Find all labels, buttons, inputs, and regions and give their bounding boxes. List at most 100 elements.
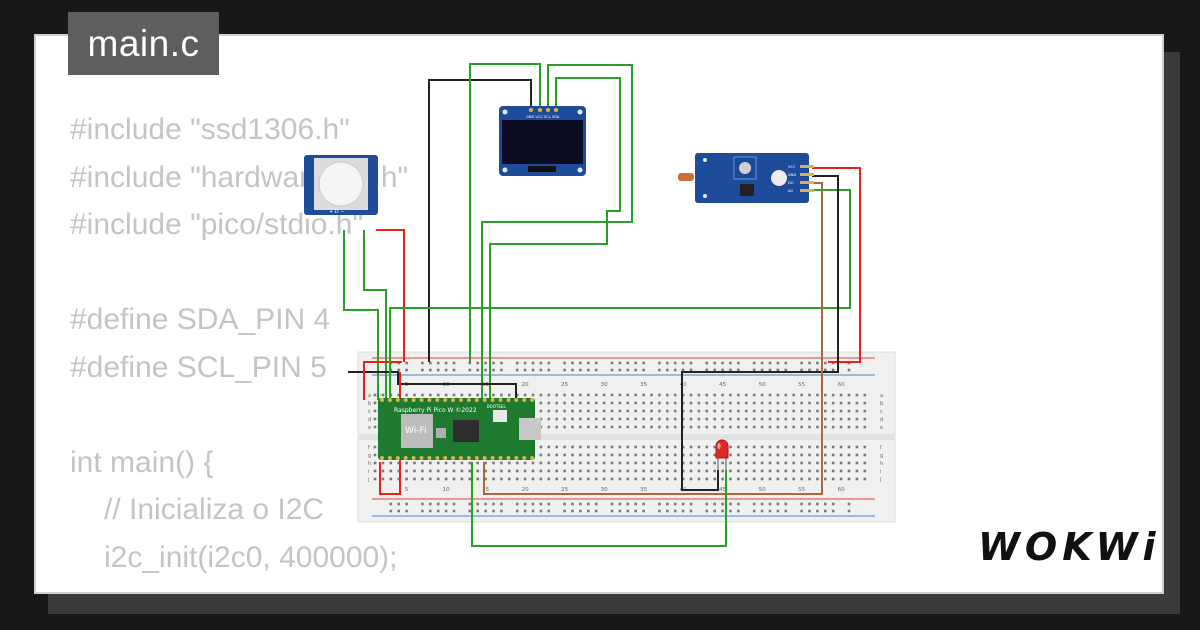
breadboard-hole (681, 417, 685, 421)
breadboard-rail-hole (610, 502, 614, 506)
breadboard-hole (555, 401, 558, 405)
breadboard-hole (492, 461, 495, 465)
breadboard-hole (745, 393, 748, 397)
breadboard-hole (571, 409, 574, 413)
breadboard-hole (547, 461, 551, 465)
breadboard-hole (436, 461, 440, 465)
breadboard-rail-hole (658, 502, 661, 506)
breadboard-hole (839, 469, 843, 473)
raspberry-pi-pico-w[interactable]: Raspberry Pi Pico W ©2022 Wi-Fi BOOTSEL (378, 398, 541, 460)
code-line: int main() { (70, 445, 214, 479)
breadboard-row-letter: j (879, 477, 881, 483)
breadboard-hole (713, 409, 716, 413)
breadboard-rail-hole (547, 368, 551, 372)
oled-display[interactable]: GND VCC SCL SDA (499, 106, 586, 176)
breadboard-hole (847, 461, 851, 465)
breadboard-hole (681, 401, 685, 405)
breadboard-rail-hole (500, 502, 503, 506)
breadboard-hole (421, 461, 424, 465)
breadboard-column-number: 45 (719, 382, 726, 388)
pico-pin (451, 456, 456, 460)
breadboard-rail-hole (523, 509, 527, 513)
breadboard-rail-hole (500, 368, 503, 372)
breadboard-hole (587, 425, 590, 429)
breadboard-rail-hole (405, 368, 408, 372)
breadboard-hole (618, 445, 622, 449)
breadboard-rail-hole (531, 368, 535, 372)
breadboard-hole (547, 453, 551, 457)
breadboard-rail-hole (429, 509, 432, 513)
breadboard-rail-hole (847, 368, 851, 372)
breadboard-hole (571, 453, 574, 457)
breadboard-hole (539, 393, 543, 397)
breadboard-hole (594, 393, 598, 397)
breadboard-rail-hole (452, 509, 456, 513)
pico-pin (474, 398, 479, 402)
breadboard-rail-hole (436, 361, 440, 365)
breadboard-rail-hole (776, 509, 780, 513)
breadboard-rail-hole (587, 509, 590, 513)
pico-pin (459, 456, 463, 460)
breadboard-rail-hole (729, 368, 732, 372)
breadboard-hole (673, 401, 677, 405)
ldr-pin-label: AO (788, 189, 793, 193)
breadboard-hole (602, 461, 606, 465)
breadboard-rail-hole (389, 509, 393, 513)
breadboard-hole (816, 477, 819, 481)
breadboard-hole (594, 469, 598, 473)
red-led[interactable] (715, 439, 729, 470)
breadboard-rail-hole (444, 502, 448, 506)
breadboard-hole (752, 417, 756, 421)
breadboard-rail-hole (452, 502, 456, 506)
breadboard-hole (602, 417, 606, 421)
breadboard-rail-hole (500, 361, 503, 365)
wire-green (343, 230, 379, 400)
breadboard-hole (413, 477, 416, 481)
breadboard-hole (745, 417, 748, 421)
breadboard-hole (831, 469, 835, 473)
pico-pin (506, 456, 511, 460)
breadboard-rail-hole (816, 368, 819, 372)
pir-sensor[interactable]: + D − (304, 155, 378, 215)
pico-pin (466, 398, 471, 402)
breadboard-hole (855, 469, 859, 473)
pico-pin (490, 398, 495, 402)
breadboard-hole (587, 409, 590, 413)
breadboard-hole (847, 409, 851, 413)
breadboard-hole (697, 425, 701, 429)
breadboard-hole (547, 409, 551, 413)
breadboard-hole (855, 477, 859, 481)
breadboard-hole (737, 445, 740, 449)
breadboard-hole (768, 453, 772, 457)
breadboard-hole (697, 445, 701, 449)
breadboard-rail-hole (752, 502, 756, 506)
breadboard-hole (610, 417, 614, 421)
breadboard-hole (484, 469, 487, 473)
breadboard-hole (484, 461, 487, 465)
breadboard-column-number: 60 (838, 382, 845, 388)
breadboard-hole (610, 409, 614, 413)
breadboard-rail-hole (634, 509, 637, 513)
breadboard-hole (681, 409, 685, 413)
pico-pin (514, 398, 519, 402)
breadboard-hole (824, 393, 827, 397)
wire-green (481, 64, 633, 400)
breadboard-column-number: 50 (759, 382, 766, 388)
breadboard-hole (800, 401, 803, 405)
breadboard-row-letter: b (368, 401, 371, 407)
breadboard-hole (579, 393, 582, 397)
breadboard-hole (373, 461, 377, 465)
breadboard-hole (642, 445, 645, 449)
breadboard-hole (752, 477, 756, 481)
breadboard-hole (602, 445, 606, 449)
breadboard-hole (792, 461, 795, 465)
breadboard-hole (776, 469, 780, 473)
breadboard-hole (784, 409, 788, 413)
breadboard-hole (705, 445, 709, 449)
ldr-sensor-module[interactable]: VCC GND DO AO (678, 153, 814, 203)
breadboard-hole (689, 425, 693, 429)
breadboard-hole (492, 477, 495, 481)
breadboard-rail-hole (681, 502, 685, 506)
breadboard-hole (784, 477, 788, 481)
